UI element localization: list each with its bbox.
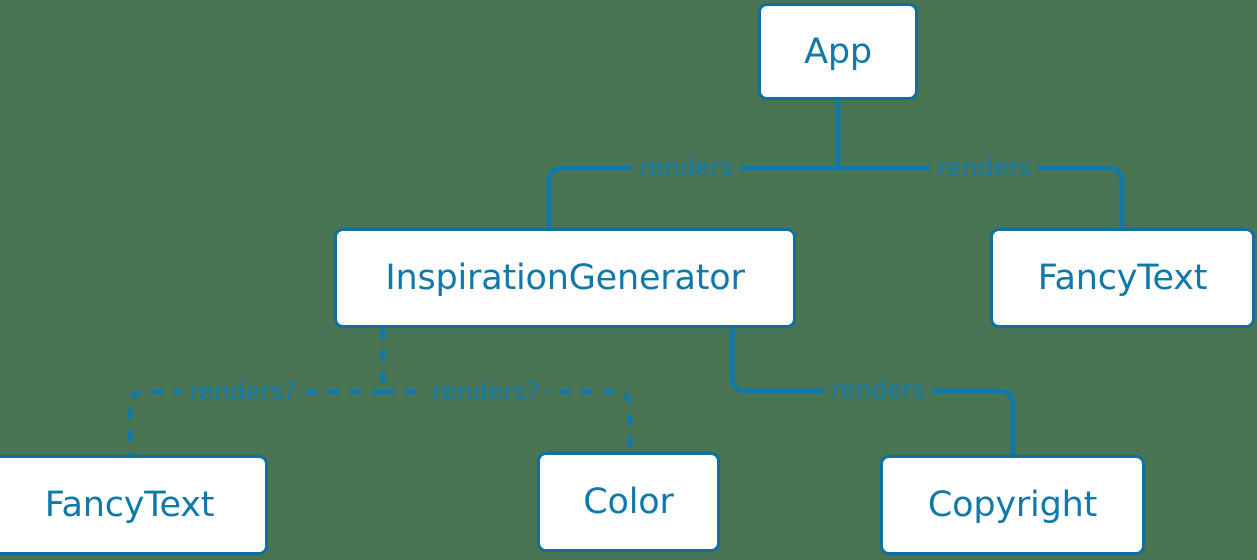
edge-label-inspiration-generator-to-fancytext-bottom: renders? — [182, 379, 304, 404]
node-fancytext-right[interactable]: FancyText — [990, 228, 1255, 328]
node-copyright[interactable]: Copyright — [880, 455, 1145, 555]
edge-label-app-to-inspiration-generator: renders — [632, 155, 741, 180]
node-fancytext-bottom-label: FancyText — [44, 485, 215, 525]
node-fancytext-right-label: FancyText — [1037, 258, 1208, 298]
edge-app-to-inspiration-generator — [546, 165, 838, 228]
edge-app-to-fancytext-right — [838, 165, 1125, 228]
edge-inspiration-generator-to-color — [383, 389, 633, 452]
edge-label-app-to-fancytext-right: renders — [930, 155, 1039, 180]
node-copyright-label: Copyright — [927, 485, 1098, 525]
node-color-label: Color — [583, 482, 674, 522]
node-fancytext-bottom[interactable]: FancyText — [0, 455, 268, 555]
node-inspiration-generator-label: InspirationGenerator — [385, 258, 745, 298]
node-app-label: App — [804, 31, 872, 72]
edge-inspiration-generator-to-fancytext-bottom — [127, 389, 383, 455]
edge-label-inspiration-generator-to-copyright: renders — [824, 377, 933, 402]
edge-label-inspiration-generator-to-color: renders? — [425, 379, 547, 404]
node-color[interactable]: Color — [537, 452, 720, 552]
node-inspiration-generator[interactable]: InspirationGenerator — [334, 228, 796, 328]
node-app[interactable]: App — [758, 3, 918, 100]
